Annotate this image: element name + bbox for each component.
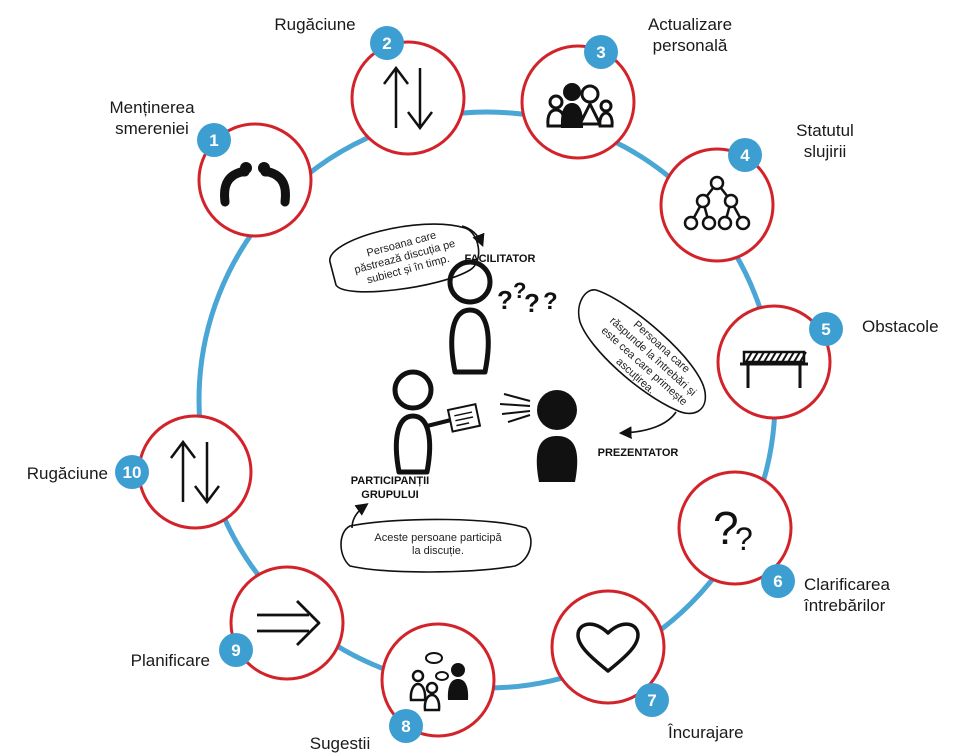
participants-role-line-2: GRUPULUI <box>361 489 419 501</box>
step-7-circle <box>550 589 666 705</box>
participants-note-bubble <box>340 518 532 573</box>
step-1-badge: 1 <box>197 123 231 157</box>
presenter-note-bubble <box>578 289 707 415</box>
step-9-circle <box>229 565 345 681</box>
network-tree-icon <box>683 175 751 231</box>
step-label-6-line-1: Clarificarea <box>804 575 890 594</box>
step-label-3-line-2: personală <box>652 36 728 55</box>
step-8: 8 <box>380 622 496 743</box>
step-10-circle <box>137 414 253 530</box>
step-4-badge: 4 <box>728 138 762 172</box>
step-6-badge: 6 <box>761 564 795 598</box>
svg-text:?: ? <box>497 285 513 315</box>
step-label-5-line-1: Obstacole <box>862 317 939 336</box>
step-label-4: Statutul slujirii <box>770 120 880 162</box>
step-8-number: 8 <box>401 717 410 736</box>
step-8-badge: 8 <box>389 709 423 743</box>
presenter-note-arrow <box>618 411 677 440</box>
step-label-1-line-2: smereniei <box>115 119 189 138</box>
participants-note: Aceste persoane participă la discuție. <box>358 532 518 558</box>
step-label-9: Planificare <box>80 650 210 671</box>
double-arrow-icon <box>257 600 321 646</box>
step-label-8: Sugestii <box>280 733 400 754</box>
step-label-6-line-2: întrebărilor <box>804 596 886 615</box>
step-label-6: Clarificarea întrebărilor <box>804 574 944 616</box>
step-2-circle <box>350 40 466 156</box>
facilitator-figure <box>447 259 493 375</box>
step-7-badge: 7 <box>635 683 669 717</box>
step-label-7-line-1: Încurajare <box>668 723 744 742</box>
step-5: 5 <box>716 304 843 420</box>
notepad-icon <box>446 402 482 433</box>
step-6-number: 6 <box>773 572 782 591</box>
step-4: 4 <box>659 138 775 263</box>
step-6: ?? 6 <box>677 470 795 598</box>
step-label-10: Rugăciune <box>0 463 108 484</box>
presenter-role-label: PREZENTATOR <box>597 447 679 459</box>
step-10-number: 10 <box>123 463 142 482</box>
speech-lines-icon <box>499 393 531 423</box>
step-1-number: 1 <box>209 131 218 150</box>
step-3-number: 3 <box>596 43 605 62</box>
step-4-number: 4 <box>740 146 750 165</box>
barrier-icon <box>740 350 808 388</box>
up-down-arrows-icon <box>383 65 433 131</box>
participants-note-line-1: Aceste persoane participă <box>374 532 502 544</box>
step-2-badge: 2 <box>370 26 404 60</box>
step-10-badge: 10 <box>115 455 149 489</box>
step-5-number: 5 <box>821 320 830 339</box>
thinking-question-marks-icon: ? ? ? ? <box>497 278 558 318</box>
people-talking-icon <box>409 652 469 712</box>
participants-note-arrow <box>351 503 369 529</box>
participants-note-line-2: la discuție. <box>412 545 464 557</box>
participant-figure <box>392 369 452 475</box>
step-3-badge: 3 <box>584 35 618 69</box>
step-label-5: Obstacole <box>862 316 954 337</box>
step-label-1-line-1: Menținerea <box>109 98 195 117</box>
svg-text:?: ? <box>513 278 526 303</box>
step-label-7: Încurajare <box>668 722 788 743</box>
step-9-badge: 9 <box>219 633 253 667</box>
step-label-4-line-2: slujirii <box>803 142 847 161</box>
step-1-circle <box>197 122 313 238</box>
step-label-10-line-1: Rugăciune <box>26 464 108 483</box>
step-label-2: Rugăciune <box>250 14 380 35</box>
step-6-circle <box>677 470 793 586</box>
step-10: 10 <box>115 414 253 530</box>
step-3: 3 <box>520 35 636 160</box>
step-3-circle <box>520 44 636 160</box>
presenter-figure <box>536 390 578 482</box>
step-label-8-line-1: Sugestii <box>309 734 371 753</box>
step-label-1: Menținerea smereniei <box>82 97 222 139</box>
participants-role-label: PARTICIPANȚII GRUPULUI <box>330 474 450 502</box>
svg-text:?: ? <box>524 288 540 318</box>
family-icon <box>546 83 614 128</box>
step-label-3-line-1: Actualizare <box>647 15 733 34</box>
step-7-number: 7 <box>647 691 656 710</box>
step-label-9-line-1: Planificare <box>130 651 210 670</box>
svg-text:?: ? <box>735 521 753 557</box>
step-2: 2 <box>350 26 466 156</box>
heart-icon <box>576 622 640 673</box>
step-label-2-line-1: Rugăciune <box>274 15 356 34</box>
step-label-4-line-1: Statutul <box>796 121 854 140</box>
svg-text:?: ? <box>713 502 739 554</box>
step-label-3: Actualizare personală <box>620 14 760 56</box>
facilitator-note-arrow <box>461 225 485 247</box>
step-9: 9 <box>219 565 345 681</box>
step-9-number: 9 <box>231 641 240 660</box>
step-5-badge: 5 <box>809 312 843 346</box>
facilitator-note-bubble <box>329 223 480 293</box>
up-down-arrows-icon <box>170 439 220 505</box>
svg-text:?: ? <box>543 288 558 315</box>
step-4-circle <box>659 147 775 263</box>
step-7: 7 <box>550 589 669 717</box>
participants-role-line-1: PARTICIPANȚII <box>350 475 430 487</box>
step-2-number: 2 <box>382 34 391 53</box>
question-marks-icon: ?? <box>713 502 753 557</box>
bowing-people-icon <box>220 162 290 207</box>
facilitator-role-label: FACILITATOR <box>464 253 536 265</box>
step-1: 1 <box>197 122 313 238</box>
